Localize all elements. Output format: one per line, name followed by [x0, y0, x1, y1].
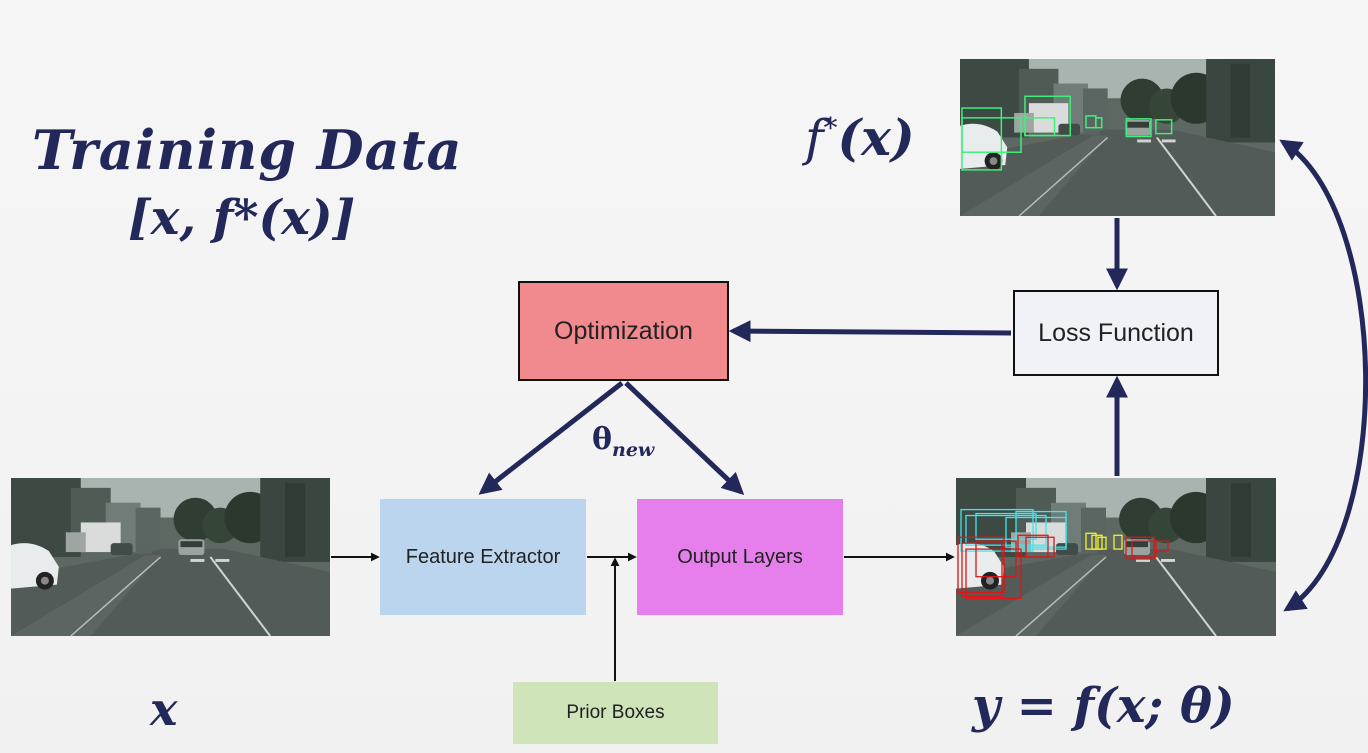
prior-boxes-box: Prior Boxes — [513, 682, 718, 744]
arrow-optimization-to-output — [624, 381, 745, 496]
output-layers-label: Output Layers — [677, 545, 803, 568]
prediction-image — [956, 478, 1276, 636]
output-layers-box: Output Layers — [637, 499, 843, 615]
feature-extractor-label: Feature Extractor — [405, 545, 561, 568]
training-data-title: Training Data — [32, 118, 463, 182]
input-label: x — [150, 682, 178, 736]
feature-extractor-box: Feature Extractor — [380, 499, 586, 615]
optimization-box: Optimization — [518, 281, 729, 381]
theta-new-label: θnew — [592, 422, 655, 461]
loss-function-label: Loss Function — [1038, 318, 1194, 347]
output-label: y = f(x; θ) — [972, 678, 1235, 734]
training-data-pair: [x, f*(x)] — [128, 190, 356, 246]
arrow-loss-to-optimization — [728, 320, 1012, 343]
loss-function-box: Loss Function — [1013, 290, 1219, 376]
target-image — [960, 59, 1275, 216]
target-label: f*(x) — [805, 108, 915, 167]
arrow-optimization-to-feature — [478, 381, 624, 495]
optimization-label: Optimization — [554, 316, 693, 345]
prior-boxes-label: Prior Boxes — [566, 702, 665, 723]
arrow-target-prediction-compare — [1279, 139, 1368, 612]
